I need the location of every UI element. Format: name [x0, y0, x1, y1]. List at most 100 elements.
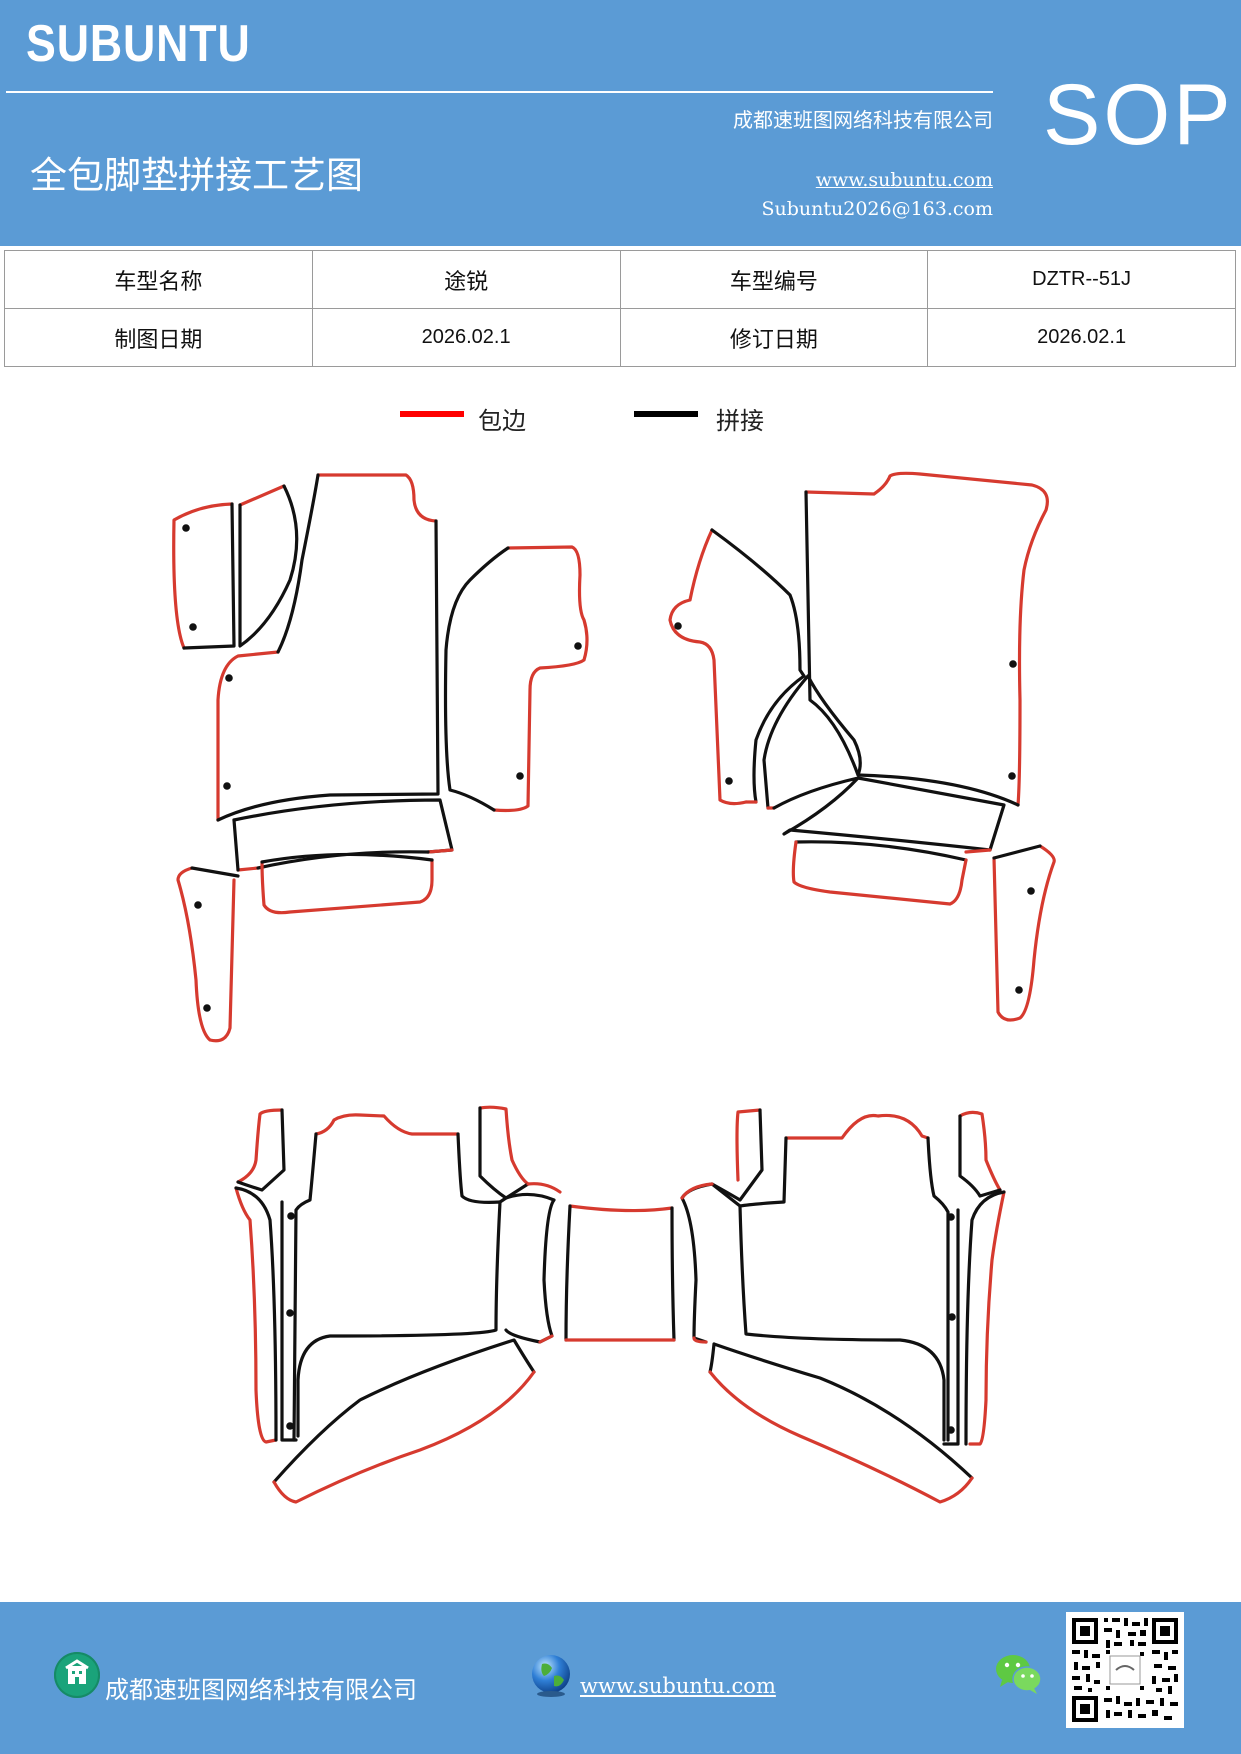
rear-right-small-red [680, 1182, 714, 1344]
revise-date-label: 修订日期 [619, 308, 929, 367]
front-left-footwell-pad [492, 545, 589, 813]
model-code-value: DZTR--51J [927, 250, 1236, 309]
seam [710, 528, 806, 678]
fixing-dot [286, 1422, 294, 1430]
table-row: 车型名称 途锐 车型编号 DZTR--51J [4, 250, 1236, 309]
seam [260, 852, 434, 864]
fixing-points [182, 524, 1035, 1434]
fixing-dot [286, 1309, 294, 1317]
header-email: Subuntu2026@163.com [761, 198, 993, 220]
seam [680, 1182, 742, 1344]
draw-date-label: 制图日期 [4, 308, 313, 367]
fixing-dot [194, 901, 202, 909]
seam [564, 1204, 676, 1342]
front-left-side-panel [172, 502, 234, 650]
seam [738, 1114, 1002, 1442]
header-website-link[interactable]: www.subuntu.com [815, 169, 993, 191]
seam [190, 866, 240, 878]
fixing-dot [1015, 986, 1023, 994]
header-company-name: 成都速班图网络科技有限公司 [733, 108, 993, 132]
rear-left-bottom-red [272, 1370, 536, 1504]
seam [443, 546, 510, 812]
header-divider [6, 91, 993, 93]
rear-left-top-tab [236, 1108, 284, 1184]
seam [794, 840, 968, 862]
header-banner: SUBUNTU 成都速班图网络科技有限公司 全包脚垫拼接工艺图 www.subu… [0, 0, 1241, 246]
fixing-dot [1027, 887, 1035, 895]
document-title: 全包脚垫拼接工艺图 [30, 154, 363, 197]
front-right-arch [744, 800, 776, 810]
seam [182, 502, 236, 650]
fixing-dot [574, 642, 582, 650]
rear-right-bottom-red [708, 1370, 974, 1504]
fixing-dot [223, 782, 231, 790]
fixing-dot [947, 1213, 955, 1221]
rear-right-top-tab [735, 1108, 762, 1182]
building-icon [54, 1652, 100, 1698]
rear-right-mat-group [680, 1108, 1006, 1504]
draw-date-value: 2026.02.1 [311, 308, 621, 367]
fixing-dot [189, 623, 197, 631]
vehicle-info-table: 车型名称 途锐 车型编号 DZTR--51J 制图日期 2026.02.1 修订… [4, 250, 1236, 367]
rear-left-outer-red [234, 1186, 278, 1444]
footer-banner: 成都速班图网络科技有限公司 www.subuntu.com [0, 1602, 1241, 1754]
rear-left-red-small [526, 1182, 562, 1344]
front-left-sill-piece [238, 484, 286, 507]
floor-mat-splice-diagram [172, 471, 1056, 1504]
model-code-label: 车型编号 [619, 250, 929, 309]
globe-icon [528, 1652, 574, 1698]
seam [708, 1342, 974, 1480]
rear-center-top-red [568, 1204, 674, 1213]
revise-date-value: 2026.02.1 [927, 308, 1236, 367]
front-left-pillar [176, 866, 236, 1043]
fixing-dot [225, 674, 233, 682]
seam [292, 1106, 530, 1442]
legend-label-edge: 包边 [478, 407, 526, 435]
front-left-mat-group [172, 473, 589, 1043]
legend-swatch-seam [634, 411, 698, 417]
front-left-main-mat [216, 473, 438, 822]
seam [804, 490, 1020, 807]
seam [232, 798, 454, 854]
fixing-dot [1009, 660, 1017, 668]
rear-center-mat [564, 1204, 676, 1342]
fixing-dot [287, 1212, 295, 1220]
wechat-icon [994, 1652, 1044, 1696]
table-row: 制图日期 2026.02.1 修订日期 2026.02.1 [4, 308, 1236, 367]
model-name-label: 车型名称 [4, 250, 313, 309]
front-right-main-mat [804, 471, 1049, 807]
rear-right-outer-red [968, 1190, 1006, 1446]
fixing-dot [516, 772, 524, 780]
seam [272, 1338, 536, 1484]
footer-website-link[interactable]: www.subuntu.com [580, 1674, 776, 1698]
legend-label-seam: 拼接 [716, 407, 764, 435]
front-right-strip-red [964, 848, 992, 854]
fixing-dot [1008, 772, 1016, 780]
fixing-dot [947, 1426, 955, 1434]
seam [498, 1192, 556, 1344]
legend: 包边 拼接 [0, 398, 1241, 438]
model-name-value: 途锐 [311, 250, 621, 309]
seam [216, 473, 440, 822]
seam [992, 844, 1042, 860]
fixing-dot [203, 1004, 211, 1012]
front-left-tab [260, 858, 434, 915]
rear-right-main-red [784, 1110, 1002, 1192]
fixing-dot [674, 622, 682, 630]
seam [942, 1190, 1006, 1446]
brand-logo: SUBUNTU [26, 15, 251, 73]
seam [238, 484, 299, 648]
fixing-dot [725, 777, 733, 785]
front-right-footwell [668, 528, 748, 806]
front-right-pillar [992, 844, 1056, 1022]
fixing-dot [948, 1313, 956, 1321]
footer-company-name: 成都速班图网络科技有限公司 [105, 1676, 417, 1704]
fixing-dot [182, 524, 190, 532]
legend-swatch-edge [400, 411, 464, 417]
front-left-strip [236, 848, 454, 872]
front-right-tab [791, 840, 968, 906]
rear-left-main-red [314, 1105, 530, 1186]
seam [236, 1108, 286, 1192]
sop-badge: SOP [1043, 67, 1234, 163]
qr-code[interactable] [1066, 1612, 1184, 1728]
